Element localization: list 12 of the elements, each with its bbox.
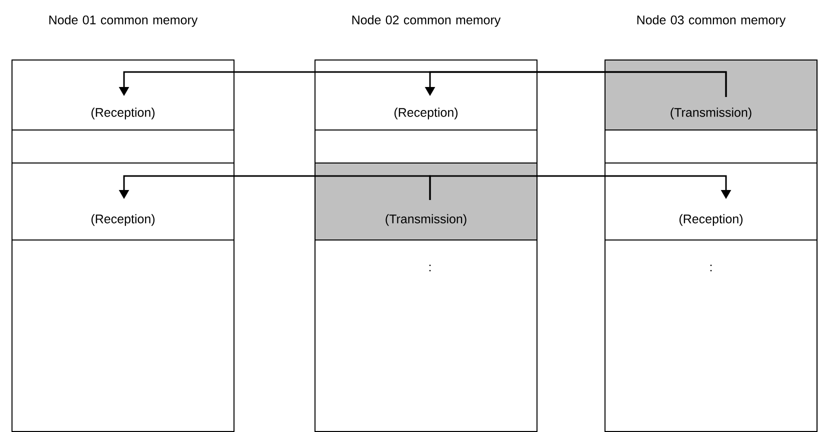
column-heading: Node 02 common memory: [352, 15, 501, 27]
column-heading: Node 01 common memory: [49, 15, 198, 27]
shaded-cell: (Transmission): [314, 162, 538, 240]
continuation-mark: :: [429, 264, 431, 272]
memory-cell: (Reception): [91, 214, 155, 226]
continuation-mark: :: [710, 264, 712, 272]
memory-cell: (Reception): [394, 108, 458, 120]
shaded-cell: (Transmission): [604, 60, 818, 130]
memory-cell: (Reception): [679, 214, 743, 226]
arrow: [429, 175, 732, 200]
column-heading: Node 03 common memory: [637, 15, 786, 27]
memory-cell: (Reception): [91, 108, 155, 120]
